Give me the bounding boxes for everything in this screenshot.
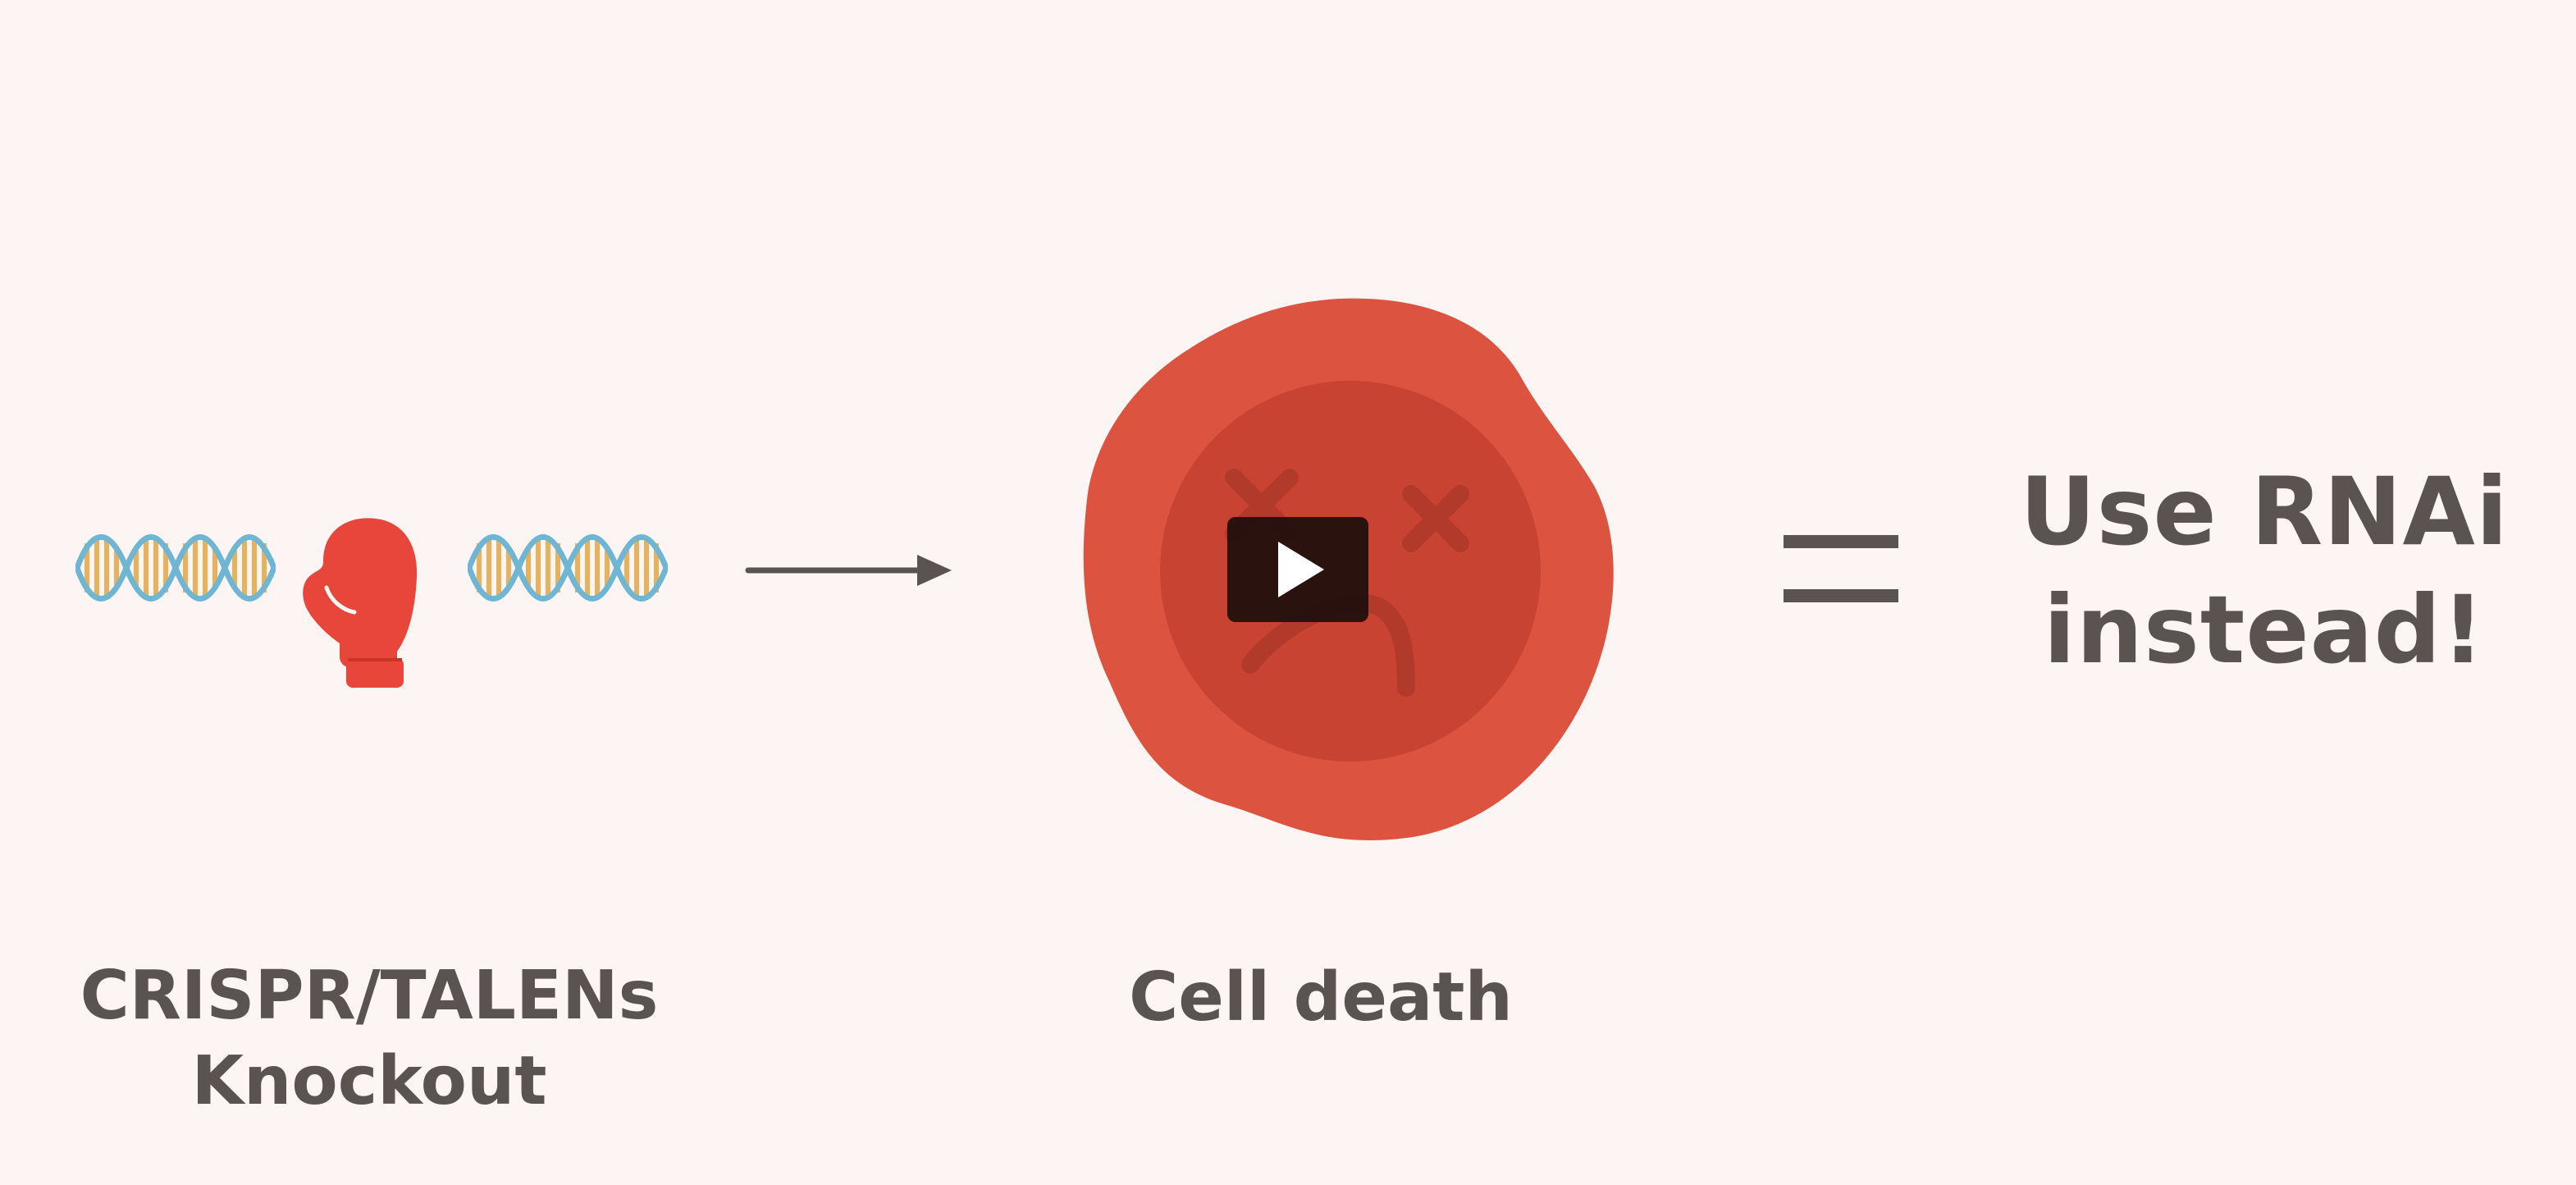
headline-text: Use RNAi instead!: [1953, 453, 2576, 689]
knockout-caption-line-1: CRISPR/TALENs: [80, 957, 659, 1035]
headline-line-1: Use RNAi: [2020, 457, 2509, 566]
dna-helix-icon: [75, 534, 276, 602]
arrow-right-icon: [745, 555, 952, 586]
play-button[interactable]: [1227, 517, 1368, 622]
cell-death-caption-text: Cell death: [1129, 959, 1513, 1036]
equals-icon: [1784, 535, 1898, 602]
boxing-glove-icon: [303, 518, 418, 688]
headline-line-2: instead!: [2043, 575, 2486, 684]
knockout-caption-line-2: Knockout: [191, 1042, 547, 1120]
cell-death-caption: Cell death: [1066, 955, 1575, 1041]
dna-helix-icon: [468, 534, 668, 602]
knockout-caption: CRISPR/TALENs Knockout: [49, 954, 689, 1124]
play-icon: [1278, 542, 1324, 597]
dead-cell-icon: [1083, 298, 1614, 840]
